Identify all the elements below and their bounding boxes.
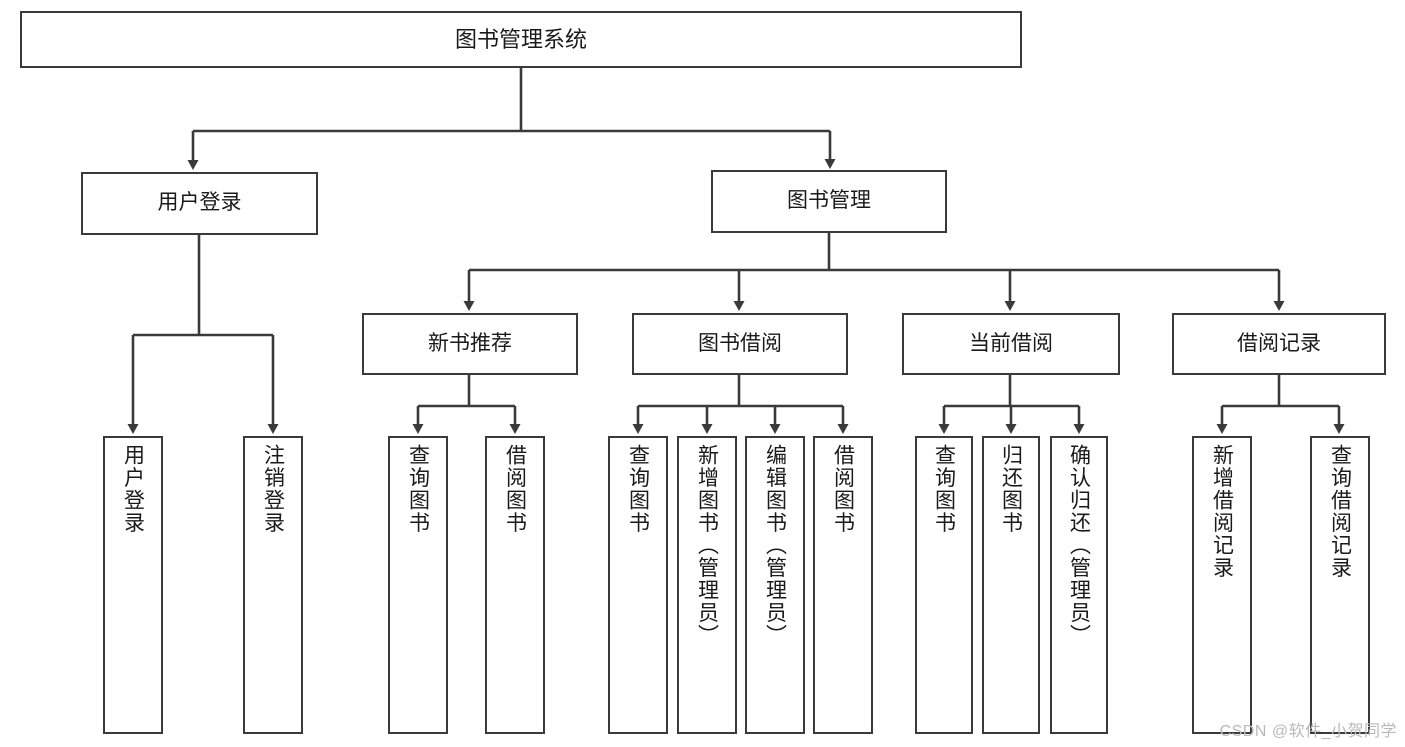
leaf-edit-book-admin[interactable]: 编辑图书（管理员） bbox=[745, 436, 805, 734]
node-label: 归还图书 bbox=[999, 444, 1023, 534]
node-user-login[interactable]: 用户登录 bbox=[81, 172, 318, 235]
leaf-borrow-book[interactable]: 借阅图书 bbox=[813, 436, 873, 734]
node-label: 新增借阅记录 bbox=[1210, 444, 1234, 579]
node-current-borrow[interactable]: 当前借阅 bbox=[902, 313, 1120, 375]
node-label: 确认归还（管理员） bbox=[1067, 444, 1091, 647]
leaf-query-book-borrow[interactable]: 查询图书 bbox=[608, 436, 668, 734]
node-label: 新书推荐 bbox=[428, 331, 512, 355]
csdn-watermark: CSDN @软件_小贺同学 bbox=[1219, 723, 1397, 740]
leaf-add-book-admin[interactable]: 新增图书（管理员） bbox=[677, 436, 737, 734]
node-label: 借阅图书 bbox=[831, 444, 855, 534]
leaf-query-book-recommend[interactable]: 查询图书 bbox=[388, 436, 448, 734]
node-label: 图书借阅 bbox=[698, 331, 782, 355]
node-label: 查询借阅记录 bbox=[1328, 444, 1352, 579]
node-label: 查询图书 bbox=[932, 444, 956, 534]
node-label: 注销登录 bbox=[261, 444, 285, 534]
node-label: 用户登录 bbox=[157, 191, 242, 215]
leaf-return-book[interactable]: 归还图书 bbox=[982, 436, 1040, 734]
node-label: 图书管理 bbox=[787, 189, 871, 213]
leaf-logout[interactable]: 注销登录 bbox=[243, 436, 303, 734]
node-book-borrow[interactable]: 图书借阅 bbox=[632, 313, 848, 375]
leaf-add-borrow-record[interactable]: 新增借阅记录 bbox=[1192, 436, 1252, 734]
node-label: 借阅图书 bbox=[503, 444, 527, 534]
node-label: 查询图书 bbox=[406, 444, 430, 534]
node-book-management[interactable]: 图书管理 bbox=[711, 170, 947, 233]
node-new-book-recommend[interactable]: 新书推荐 bbox=[362, 313, 578, 375]
node-label: 借阅记录 bbox=[1237, 331, 1321, 355]
node-label: 当前借阅 bbox=[969, 331, 1053, 355]
node-label: 用户登录 bbox=[121, 444, 145, 534]
node-label: 新增图书（管理员） bbox=[695, 444, 719, 647]
leaf-query-book-current[interactable]: 查询图书 bbox=[915, 436, 973, 734]
node-root-system[interactable]: 图书管理系统 bbox=[20, 11, 1022, 68]
leaf-user-login[interactable]: 用户登录 bbox=[103, 436, 163, 734]
leaf-query-borrow-record[interactable]: 查询借阅记录 bbox=[1310, 436, 1370, 734]
node-label: 图书管理系统 bbox=[454, 26, 587, 52]
node-label: 查询图书 bbox=[626, 444, 650, 534]
leaf-borrow-book-recommend[interactable]: 借阅图书 bbox=[485, 436, 545, 734]
leaf-confirm-return-admin[interactable]: 确认归还（管理员） bbox=[1050, 436, 1108, 734]
node-borrow-records[interactable]: 借阅记录 bbox=[1172, 313, 1386, 375]
node-label: 编辑图书（管理员） bbox=[763, 444, 787, 647]
